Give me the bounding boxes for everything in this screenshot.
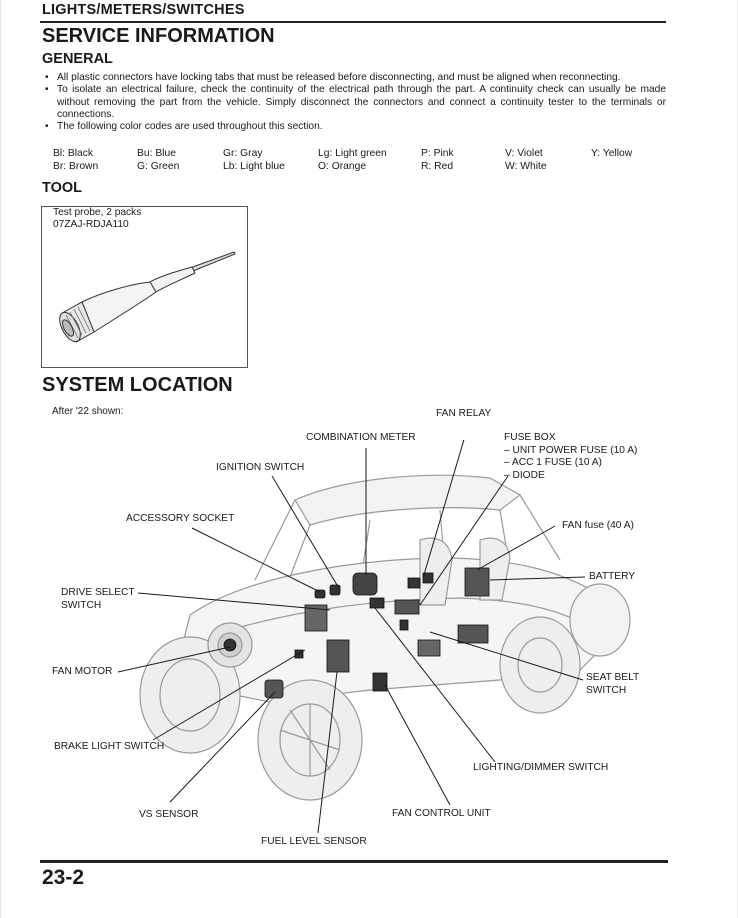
header-rule [40, 21, 666, 23]
callout-battery: BATTERY [589, 571, 636, 582]
color-code: G: Green [137, 161, 180, 172]
callout-fan-control-unit: FAN CONTROL UNIT [392, 808, 491, 819]
callout-fuel-level-sensor: FUEL LEVEL SENSOR [261, 836, 367, 847]
callout-seat-belt-switch: SEAT BELT SWITCH [586, 672, 639, 697]
color-code-row: Bl: Black Bu: Blue Gr: Gray Lg: Light gr… [53, 147, 673, 160]
footer-rule [40, 860, 668, 863]
general-bullet-list: All plastic connectors have locking tabs… [42, 72, 666, 134]
callout-brake-light-switch: BRAKE LIGHT SWITCH [54, 741, 165, 752]
callout-lighting-dimmer-switch: LIGHTING/DIMMER SWITCH [473, 762, 609, 773]
callout-ignition-switch: IGNITION SWITCH [216, 462, 305, 473]
callout-combination-meter: COMBINATION METER [306, 432, 416, 443]
color-code: P: Pink [421, 148, 454, 159]
drive-select-label-line1: DRIVE SELECT [61, 587, 135, 598]
tool-text: Test probe, 2 packs 07ZAJ-RDJA110 [53, 207, 141, 231]
page-edge-left [0, 0, 1, 918]
color-code: W: White [505, 161, 547, 172]
tool-box [41, 206, 248, 368]
color-code: Br: Brown [53, 161, 99, 172]
drive-select-label-line2: SWITCH [61, 599, 102, 611]
service-information-heading: SERVICE INFORMATION [42, 25, 275, 47]
test-probe-illustration [59, 251, 236, 343]
color-code: Y: Yellow [591, 148, 633, 159]
color-code-row: Br: Brown G: Green Lb: Light blue O: Ora… [53, 160, 673, 173]
system-location-heading: SYSTEM LOCATION [42, 374, 233, 396]
unit-power-fuse-label: – UNIT POWER FUSE (10 A) [504, 444, 638, 456]
color-code: Bu: Blue [137, 148, 176, 159]
model-note: After '22 shown: [52, 406, 124, 417]
callout-fuse-box: FUSE BOX – UNIT POWER FUSE (10 A) – ACC … [504, 432, 637, 482]
callout-fan-fuse: FAN fuse (40 A) [562, 520, 634, 531]
color-code: Bl: Black [53, 148, 94, 159]
callout-drive-select-switch: DRIVE SELECT SWITCH [61, 587, 135, 612]
callout-fan-motor: FAN MOTOR [52, 666, 113, 677]
callout-accessory-socket: ACCESSORY SOCKET [126, 513, 235, 524]
bullet-item: To isolate an electrical failure, check … [42, 84, 666, 121]
seat-belt-label-line1: SEAT BELT [586, 672, 640, 683]
section-tag: LIGHTS/METERS/SWITCHES [42, 2, 245, 18]
callout-vs-sensor: VS SENSOR [139, 809, 199, 820]
tool-heading: TOOL [42, 180, 83, 196]
diode-label: – DIODE [504, 469, 545, 481]
color-code: R: Red [421, 161, 454, 172]
color-code-table: Bl: Black Bu: Blue Gr: Gray Lg: Light gr… [53, 147, 673, 173]
seat-belt-label-line2: SWITCH [586, 684, 627, 696]
vehicle-illustration [117, 440, 631, 834]
callout-fan-relay: FAN RELAY [436, 408, 492, 419]
tool-part-number: 07ZAJ-RDJA110 [53, 219, 129, 230]
color-code: Lb: Light blue [223, 161, 285, 172]
color-code: O: Orange [318, 161, 367, 172]
page-number: 23-2 [42, 866, 85, 889]
acc1-fuse-label: – ACC 1 FUSE (10 A) [504, 457, 602, 469]
bullet-item: The following color codes are used throu… [42, 121, 666, 134]
general-heading: GENERAL [42, 51, 113, 67]
bullet-item: All plastic connectors have locking tabs… [42, 72, 666, 85]
color-code: Lg: Light green [318, 148, 387, 159]
color-code: V: Violet [505, 148, 543, 159]
tool-name: Test probe, 2 packs [53, 207, 142, 218]
color-code: Gr: Gray [223, 148, 263, 159]
fuse-box-label: FUSE BOX [504, 432, 556, 443]
